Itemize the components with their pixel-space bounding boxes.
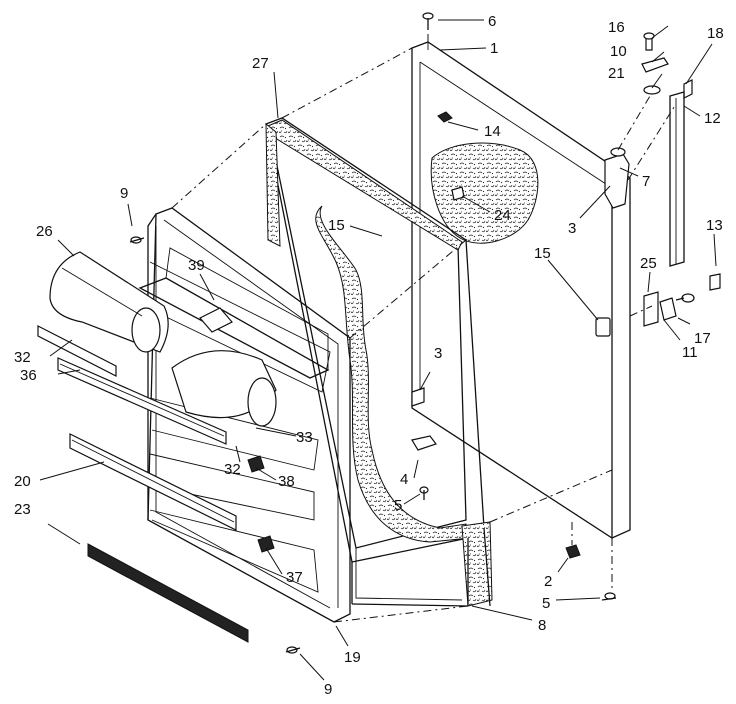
callout-3-right: 3 [568, 220, 576, 237]
dairy-bin-26 [49, 251, 169, 353]
shelf-bar-32 [37, 325, 117, 377]
leader-lines [39, 19, 717, 681]
callout-9-bottom: 9 [324, 681, 332, 698]
outer-door-panel [411, 41, 631, 539]
callout-labels: 6 1 16 18 10 21 12 27 14 7 9 15 24 3 13 … [14, 13, 724, 698]
callout-15-right: 15 [534, 245, 551, 262]
callout-20: 20 [14, 473, 31, 490]
callout-9-top: 9 [120, 185, 128, 202]
callout-32-center: 32 [224, 461, 241, 478]
callout-14: 14 [484, 123, 501, 140]
callout-12: 12 [704, 110, 721, 127]
callout-39: 39 [188, 257, 205, 274]
callout-7: 7 [642, 173, 650, 190]
shelf-bar-36 [57, 357, 227, 445]
callout-5-right: 5 [542, 595, 550, 612]
callout-5-center: 5 [394, 497, 402, 514]
callout-3-center: 3 [434, 345, 442, 362]
callout-18: 18 [707, 25, 724, 42]
inner-door-liner [138, 207, 351, 623]
callout-4: 4 [400, 471, 408, 488]
callout-23: 23 [14, 501, 31, 518]
door-gasket-frame [265, 117, 493, 607]
callout-19: 19 [344, 649, 361, 666]
callout-32-left: 32 [14, 349, 31, 366]
callout-27: 27 [252, 55, 269, 72]
callout-13: 13 [706, 217, 723, 234]
callout-6: 6 [488, 13, 496, 30]
callout-25: 25 [640, 255, 657, 272]
callout-8: 8 [538, 617, 546, 634]
callout-33: 33 [296, 429, 313, 446]
callout-1: 1 [490, 40, 498, 57]
callout-38: 38 [278, 473, 295, 490]
callout-17: 17 [694, 330, 711, 347]
callout-36: 36 [20, 367, 37, 384]
callout-21: 21 [608, 65, 625, 82]
shelf-bar-20 [69, 433, 237, 531]
shelf-bar-23 [87, 543, 249, 643]
callout-24: 24 [494, 207, 511, 224]
callout-11: 11 [682, 344, 698, 361]
bottom-hardware [129, 236, 617, 654]
insulation-cutout [430, 142, 539, 244]
callout-10: 10 [610, 43, 627, 60]
callout-16: 16 [608, 19, 625, 36]
callout-37: 37 [286, 569, 303, 586]
alignment-lines [171, 20, 677, 623]
callout-15-left: 15 [328, 217, 345, 234]
callout-2: 2 [544, 573, 552, 590]
callout-26: 26 [36, 223, 53, 240]
